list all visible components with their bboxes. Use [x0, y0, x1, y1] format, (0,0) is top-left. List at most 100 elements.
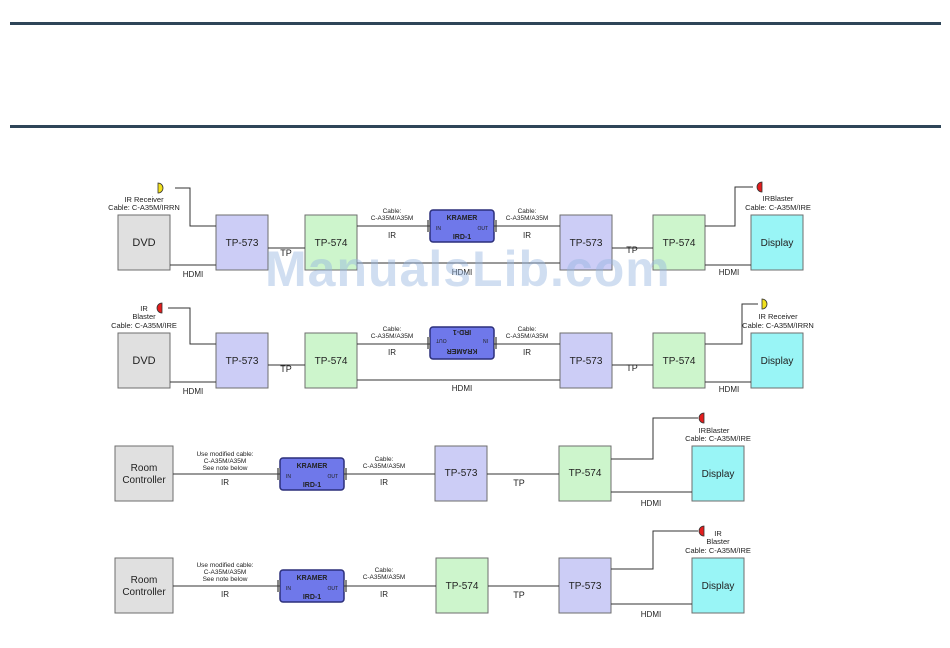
ird1-model-label: IRD-1 [453, 328, 471, 335]
ir-label-right: IR [380, 478, 388, 487]
diagram-row-4: Room Controller KRAMER IN OUT IRD-1 TP-5… [114, 525, 751, 619]
cable-spec: C-A35M/A35M [363, 574, 406, 581]
room-controller-label-line2: Controller [122, 587, 166, 598]
ir-blaster-cable-label: Cable: C-A35M/IRE [111, 321, 177, 330]
hdmi-label-right: HDMI [719, 268, 739, 277]
ir-blaster-icon [698, 412, 705, 424]
ird1-device: KRAMER IN OUT IRD-1 [276, 569, 348, 603]
tp-label: TP [280, 248, 292, 258]
tp573-box [215, 332, 269, 389]
ir-blaster-icon [156, 302, 163, 314]
modified-cable-line3: See note below [203, 465, 248, 472]
ird1-brand-label: KRAMER [297, 463, 328, 470]
ir-blaster-label-line1: IR [714, 529, 722, 538]
cable-label-left: Cable: [383, 326, 402, 333]
tp573-box [215, 214, 269, 271]
tp573-label: TP-573 [226, 356, 259, 367]
hdmi-label-right: HDMI [719, 385, 739, 394]
room-controller-box [114, 557, 174, 614]
hdmi-label-left: HDMI [183, 387, 203, 396]
ir-label-left: IR [221, 590, 229, 599]
display-box [691, 557, 745, 614]
ir-receiver-label: IR Receiver [758, 312, 798, 321]
tp574-box [304, 332, 358, 389]
ird1-device: KRAMER IN OUT IRD-1 [426, 209, 498, 243]
cable-label-right: Cable: [518, 208, 537, 215]
watermark: ManualsLib.com [265, 241, 671, 297]
ir-receiver-cable-label: Cable: C-A35M/IRRN [108, 203, 180, 212]
ird1-model-label: IRD-1 [303, 594, 321, 601]
ird1-device-flipped: KRAMER IN OUT IRD-1 [426, 326, 498, 360]
cable-spec-left: C-A35M/A35M [371, 333, 414, 340]
ir-blaster-label: IRBlaster [763, 194, 794, 203]
cable-spec-left: C-A35M/A35M [371, 215, 414, 222]
tp574-box [558, 445, 612, 502]
ir-label-left: IR [388, 231, 396, 240]
tp573-box [558, 557, 612, 614]
cable-label-right: Cable: [518, 326, 537, 333]
tp573-label: TP-573 [445, 468, 478, 479]
display-label: Display [761, 238, 794, 249]
cable-spec: C-A35M/A35M [363, 463, 406, 470]
dvd-label: DVD [132, 355, 155, 367]
ir-label-right: IR [380, 590, 388, 599]
tp573-label: TP-573 [226, 238, 259, 249]
tp574-label: TP-574 [315, 356, 348, 367]
ird1-in-label: IN [286, 586, 291, 592]
hdmi-label-middle: HDMI [452, 384, 472, 393]
ird1-model-label: IRD-1 [303, 482, 321, 489]
ird1-out-label: OUT [477, 226, 488, 232]
dvd-box [117, 332, 171, 389]
cable-spec-right: C-A35M/A35M [506, 215, 549, 222]
ird1-model-label: IRD-1 [453, 234, 471, 241]
tp574-box [304, 214, 358, 271]
modified-cable-line3: See note below [203, 576, 248, 583]
tp-label: TP [280, 364, 292, 374]
ir-blaster-cable-label: Cable: C-A35M/IRE [685, 434, 751, 443]
modified-cable-line2: C-A35M/A35M [204, 458, 247, 465]
tp573-label-right: TP-573 [570, 238, 603, 249]
ird1-out-label: OUT [327, 474, 338, 480]
ir-receiver-icon [157, 182, 164, 194]
cable-label: Cable: [375, 567, 394, 574]
ird1-in-label: IN [436, 226, 441, 232]
hdmi-label-left: HDMI [183, 270, 203, 279]
tp574-box-right [652, 332, 706, 389]
diagram-row-3: Room Controller KRAMER IN OUT IRD-1 TP-5… [114, 412, 751, 508]
ird1-out-label: OUT [327, 586, 338, 592]
modified-cable-line1: Use modified cable: [196, 451, 253, 458]
display-label: Display [702, 581, 735, 592]
modified-cable-line2: C-A35M/A35M [204, 569, 247, 576]
tp574-label-right: TP-574 [663, 356, 696, 367]
tp573-label: TP-573 [569, 581, 602, 592]
hdmi-label-middle: HDMI [452, 268, 472, 277]
header-top-rule [10, 22, 941, 25]
display-label: Display [702, 469, 735, 480]
cable-label: Cable: [375, 456, 394, 463]
tp573-box-right [559, 214, 613, 271]
tp574-label: TP-574 [569, 468, 602, 479]
ir-label-right: IR [523, 348, 531, 357]
display-box [750, 214, 804, 271]
ird1-in-label: IN [286, 474, 291, 480]
ird1-brand-label: KRAMER [297, 575, 328, 582]
tp574-label-right: TP-574 [663, 238, 696, 249]
tp-label: TP [513, 590, 525, 600]
tp574-label: TP-574 [315, 238, 348, 249]
room-controller-label-line1: Room [131, 575, 158, 586]
header-bottom-rule [10, 125, 941, 128]
tp573-box-right [559, 332, 613, 389]
tp-label-right: TP [626, 363, 638, 373]
ird1-out-label: OUT [436, 337, 447, 343]
display-label: Display [761, 356, 794, 367]
diagram-row-2: DVD TP-573 TP-574 TP-573 TP-574 Display … [111, 298, 814, 396]
ir-blaster-icon [698, 525, 705, 537]
ird1-in-label: IN [483, 337, 488, 343]
hdmi-label: HDMI [641, 499, 661, 508]
room-controller-label-line2: Controller [122, 475, 166, 486]
ird1-brand-label: KRAMER [447, 215, 478, 222]
ird1-brand-label: KRAMER [447, 347, 478, 354]
display-box [691, 445, 745, 502]
room-controller-label-line1: Room [131, 463, 158, 474]
